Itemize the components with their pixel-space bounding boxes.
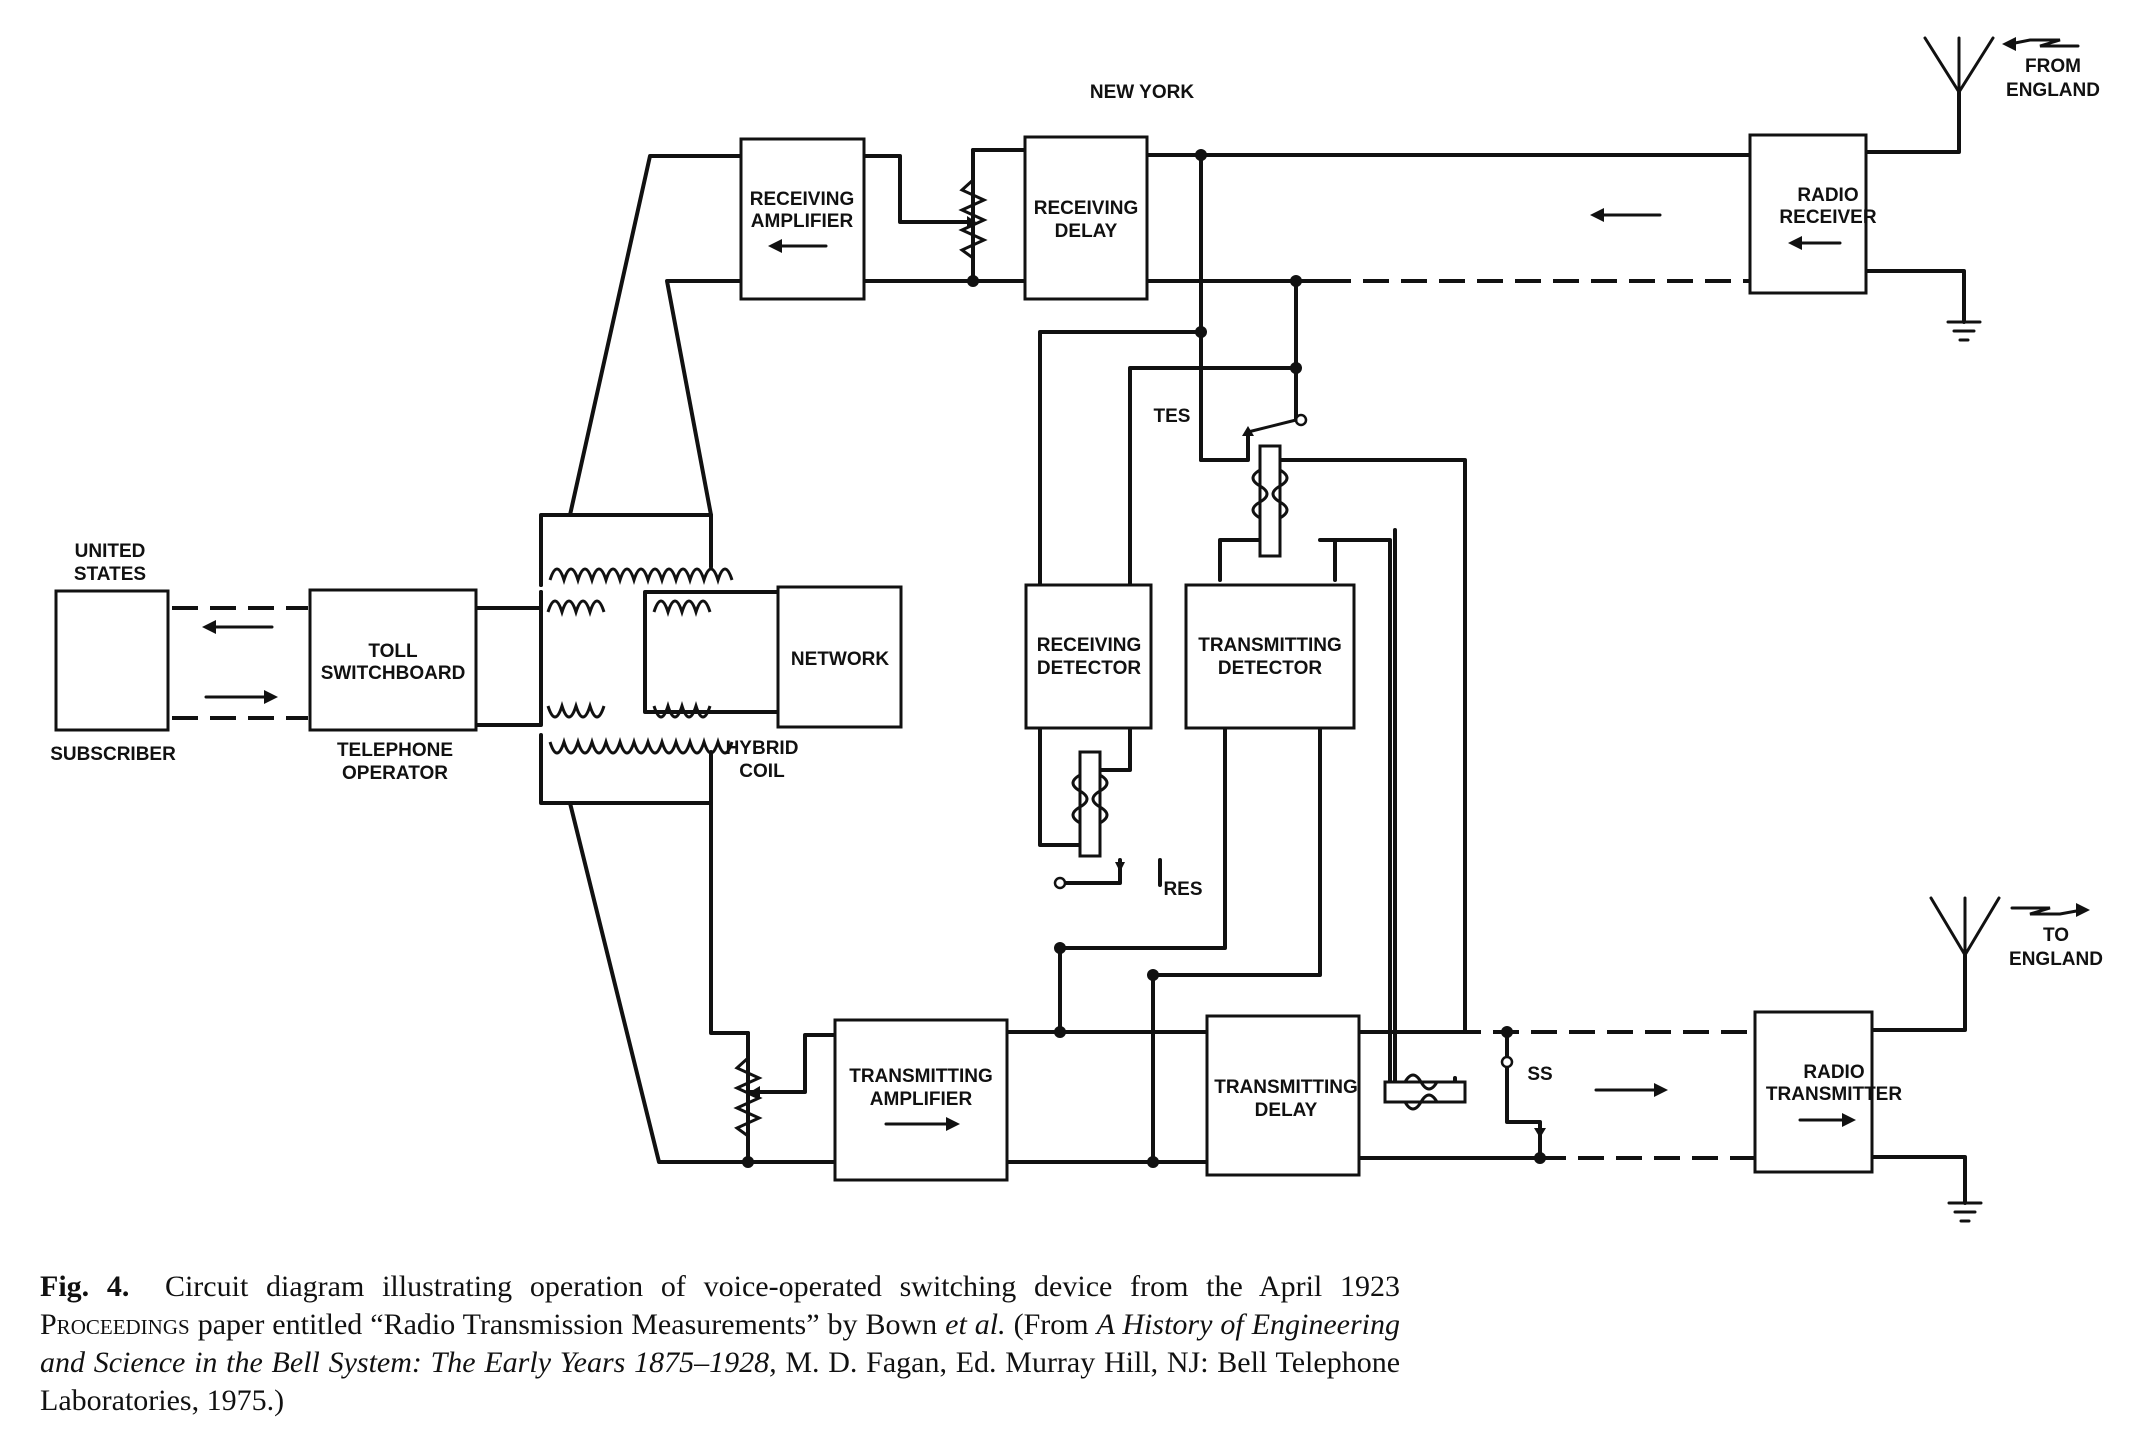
- junction-dots: [742, 149, 1546, 1168]
- transmit-ground: [1947, 1201, 1983, 1223]
- hybrid-coil: [539, 567, 734, 755]
- transmit-antenna: [1929, 896, 2001, 958]
- receiving-amplifier-label-line2: AMPLIFIER: [751, 211, 854, 232]
- ss-relay-coil: [1383, 1073, 1467, 1111]
- radio-transmitter-box: [1753, 1010, 1874, 1174]
- from-england-label-line2: ENGLAND: [2006, 80, 2100, 101]
- radio-receiver-label-line2: RECEIVER: [1779, 207, 1876, 228]
- toll-switchboard-box: [308, 588, 478, 732]
- caption-text-4: M. D. Fagan, Ed. Murray Hill, NJ: Bell T…: [40, 1346, 1401, 1417]
- hybrid-coil-label-line2: COIL: [739, 761, 785, 782]
- receiving-detector-box: [1024, 583, 1153, 730]
- tes-relay-coil: [1251, 444, 1289, 558]
- radio-receiver-box: [1748, 133, 1868, 295]
- res-label: RES: [1163, 879, 1202, 900]
- telephone-operator-label-line1: TELEPHONE: [337, 740, 453, 761]
- radio-receiver-label-line1: RADIO: [1797, 185, 1858, 206]
- transmitting-detector-box: [1184, 583, 1356, 730]
- subscriber-box: [54, 589, 170, 732]
- caption-book-title: A History of Engineering and Science in …: [40, 1308, 1401, 1379]
- to-england-label-line2: ENGLAND: [2009, 949, 2103, 970]
- hybrid-coil-wires: [474, 513, 780, 805]
- caption-et-al: et al.: [945, 1308, 1006, 1341]
- ss-arrow: [1534, 1128, 1546, 1138]
- subscriber-lines: [172, 606, 308, 720]
- figure-caption: Fig. 4. Circuit diagram illustrating ope…: [40, 1268, 1400, 1420]
- transmitting-delay-label-line1: TRANSMITTING: [1214, 1077, 1358, 1098]
- subscriber-label: SUBSCRIBER: [50, 744, 176, 765]
- transmitting-amplifier-label-line2: AMPLIFIER: [870, 1089, 973, 1110]
- res-arrow: [1115, 862, 1125, 872]
- signal-arrows: [202, 208, 1856, 1131]
- circuit-diagram: NEW YORK FROM ENGLAND TO ENGLAND UNITED …: [50, 36, 2103, 1223]
- receiving-delay-box: [1023, 135, 1149, 301]
- transmit-potentiometer: [733, 1056, 763, 1138]
- transmitting-delay-label-line2: DELAY: [1255, 1100, 1318, 1121]
- from-england-wave-arrow: [2002, 37, 2080, 51]
- receiving-detector-label-line2: DETECTOR: [1037, 658, 1141, 679]
- caption-text-2: paper entitled “Radio Transmission Measu…: [189, 1308, 946, 1341]
- tes-arrow: [1242, 426, 1254, 436]
- receiving-delay-label-line1: RECEIVING: [1034, 198, 1139, 219]
- transmitting-detector-label-line1: TRANSMITTING: [1198, 635, 1342, 656]
- receive-potentiometer: [958, 178, 988, 260]
- united-states-label-line2: STATES: [74, 564, 146, 585]
- ss-label: SS: [1527, 1064, 1552, 1085]
- receive-ground: [1946, 320, 1982, 342]
- toll-switchboard-label-line2: SWITCHBOARD: [321, 663, 466, 684]
- ss-contact: [1500, 1055, 1514, 1069]
- from-england-label-line1: FROM: [2025, 56, 2081, 77]
- new-york-label: NEW YORK: [1090, 82, 1194, 103]
- radio-transmitter-label-line2: TRANSMITTER: [1766, 1084, 1902, 1105]
- receiving-detector-label-line1: RECEIVING: [1037, 635, 1142, 656]
- transmitting-detector-label-line2: DETECTOR: [1218, 658, 1322, 679]
- receiving-amplifier-label-line1: RECEIVING: [750, 189, 855, 210]
- transmitting-delay-box: [1205, 1014, 1361, 1177]
- telephone-operator-label-line2: OPERATOR: [342, 763, 448, 784]
- res-contact: [1053, 876, 1067, 890]
- network-label: NETWORK: [791, 649, 889, 670]
- network-box: [776, 585, 903, 729]
- to-england-wave-arrow: [2010, 903, 2090, 917]
- receive-antenna: [1923, 36, 1995, 95]
- toll-switchboard-label-line1: TOLL: [368, 641, 418, 662]
- caption-proceedings: Proceedings: [40, 1308, 190, 1341]
- united-states-label-line1: UNITED: [75, 541, 146, 562]
- caption-text-3: (From: [1005, 1308, 1097, 1341]
- receiving-amplifier-box: [739, 137, 866, 301]
- caption-text-1: Circuit diagram illustrating operation o…: [164, 1270, 1401, 1303]
- radio-transmitter-label-line1: RADIO: [1803, 1062, 1864, 1083]
- hybrid-coil-label-line1: HYBRID: [726, 738, 799, 759]
- to-england-label-line1: TO: [2043, 925, 2069, 946]
- res-relay-coil: [1071, 750, 1109, 858]
- transmitting-amplifier-label-line1: TRANSMITTING: [849, 1066, 993, 1087]
- tes-label: TES: [1154, 406, 1191, 427]
- receiving-delay-label-line2: DELAY: [1055, 221, 1118, 242]
- tes-switch: [1246, 418, 1298, 434]
- transmitting-amplifier-box: [833, 1018, 1009, 1182]
- caption-fig-label: Fig. 4.: [40, 1270, 130, 1303]
- transmit-path-wires: [568, 801, 1967, 1205]
